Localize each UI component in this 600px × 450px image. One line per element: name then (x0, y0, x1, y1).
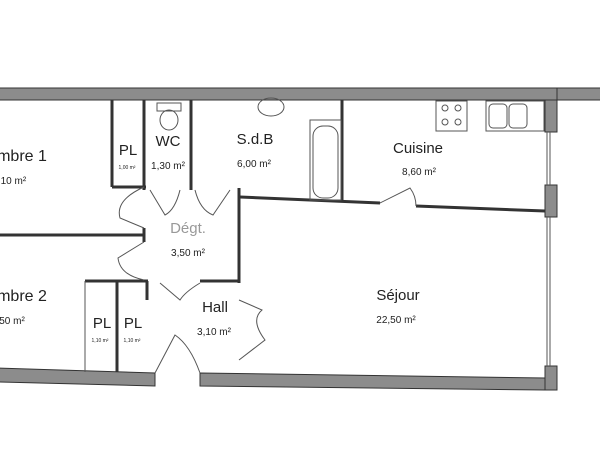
room-area-wc: 1,30 m² (151, 161, 185, 172)
door-hall-swing (159, 282, 201, 301)
room-name-degt: Dégt. (170, 220, 206, 237)
room-name-chambre-1: mbre 1 (0, 148, 47, 165)
kitchen-sejour-wall-2 (415, 204, 546, 213)
room-name-cuisine: Cuisine (392, 140, 444, 157)
hob-icon (435, 100, 468, 132)
room-name-wc: WC (155, 133, 181, 150)
exterior-wall-bottom-right (199, 372, 546, 391)
room-area-pl-1: 1,00 m² (118, 165, 136, 171)
bathtub-inner-icon (312, 125, 339, 199)
exterior-wall-bottom-left (0, 367, 156, 387)
room-name-pl-1: PL (118, 142, 138, 159)
room-name-pl-2: PL (92, 315, 112, 332)
door-entry-swing-2 (154, 334, 201, 374)
door-bedroom2-swing (117, 241, 145, 281)
room-area-sdb: 6,00 m² (237, 159, 271, 170)
washbasin-icon (257, 97, 285, 117)
door-entry-swing (238, 299, 266, 361)
room-area-chambre-1: ,10 m² (0, 176, 27, 187)
room-area-pl-3: 1,10 m² (123, 338, 141, 344)
door-sdb-swing (194, 189, 231, 216)
door-bedroom1-swing (118, 186, 145, 229)
wc-toilet-icon (156, 102, 182, 112)
room-area-pl-2: 1,10 m² (91, 338, 109, 344)
room-area-chambre-2: 50 m² (0, 316, 25, 327)
bathtub-icon (309, 119, 342, 201)
room-name-pl-3: PL (123, 315, 143, 332)
room-area-cuisine: 8,60 m² (402, 167, 436, 178)
wall-far-right (556, 87, 600, 101)
room-name-sejour: Séjour (376, 287, 420, 304)
wc-bowl-icon (159, 109, 179, 131)
exterior-wall-right-mid (544, 184, 558, 218)
room-name-sdb: S.d.B (236, 131, 274, 148)
room-area-hall: 3,10 m² (197, 327, 231, 338)
exterior-wall-top (0, 87, 600, 101)
exterior-wall-right-bottom (544, 365, 558, 391)
room-area-degt: 3,50 m² (171, 248, 205, 259)
room-area-sejour: 22,50 m² (376, 315, 416, 326)
exterior-wall-right-top (544, 99, 558, 133)
room-name-chambre-2: mbre 2 (0, 288, 47, 305)
sink-icon (485, 100, 545, 132)
room-name-hall: Hall (202, 299, 228, 316)
door-kitchen-swing (379, 187, 417, 207)
door-wc-swing (149, 189, 181, 216)
